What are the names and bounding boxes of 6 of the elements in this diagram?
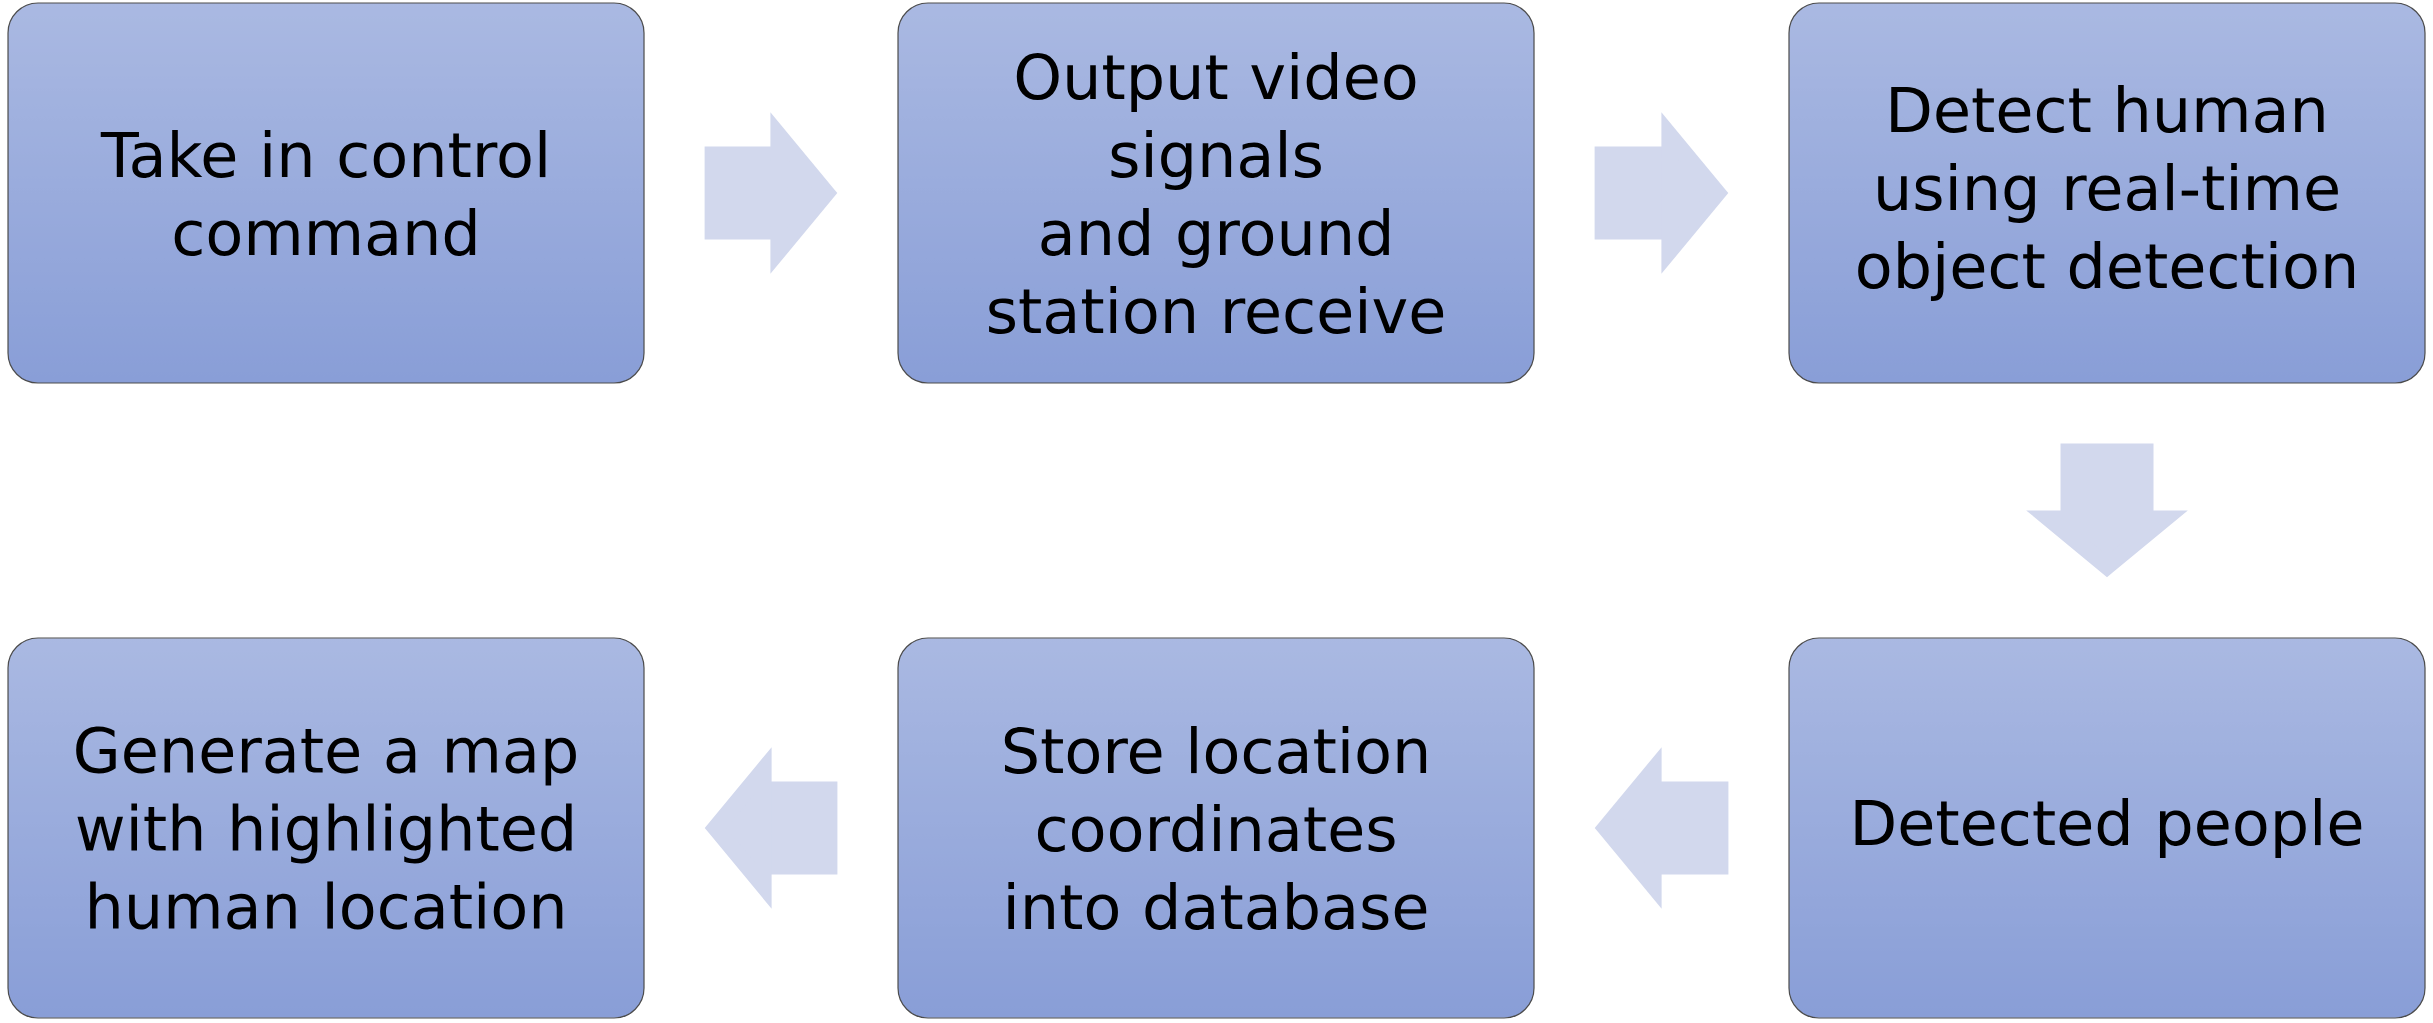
process-box: Generate a map with highlighted human location: [7, 637, 645, 1019]
process-box: Take in control command: [7, 2, 645, 384]
process-box: Output video signals and ground station receive: [897, 2, 1535, 384]
process-box: Store location coordinates into database: [897, 637, 1535, 1019]
process-box: Detect human using real-time object detection: [1788, 2, 2426, 384]
process-box: Detected people: [1788, 637, 2426, 1019]
